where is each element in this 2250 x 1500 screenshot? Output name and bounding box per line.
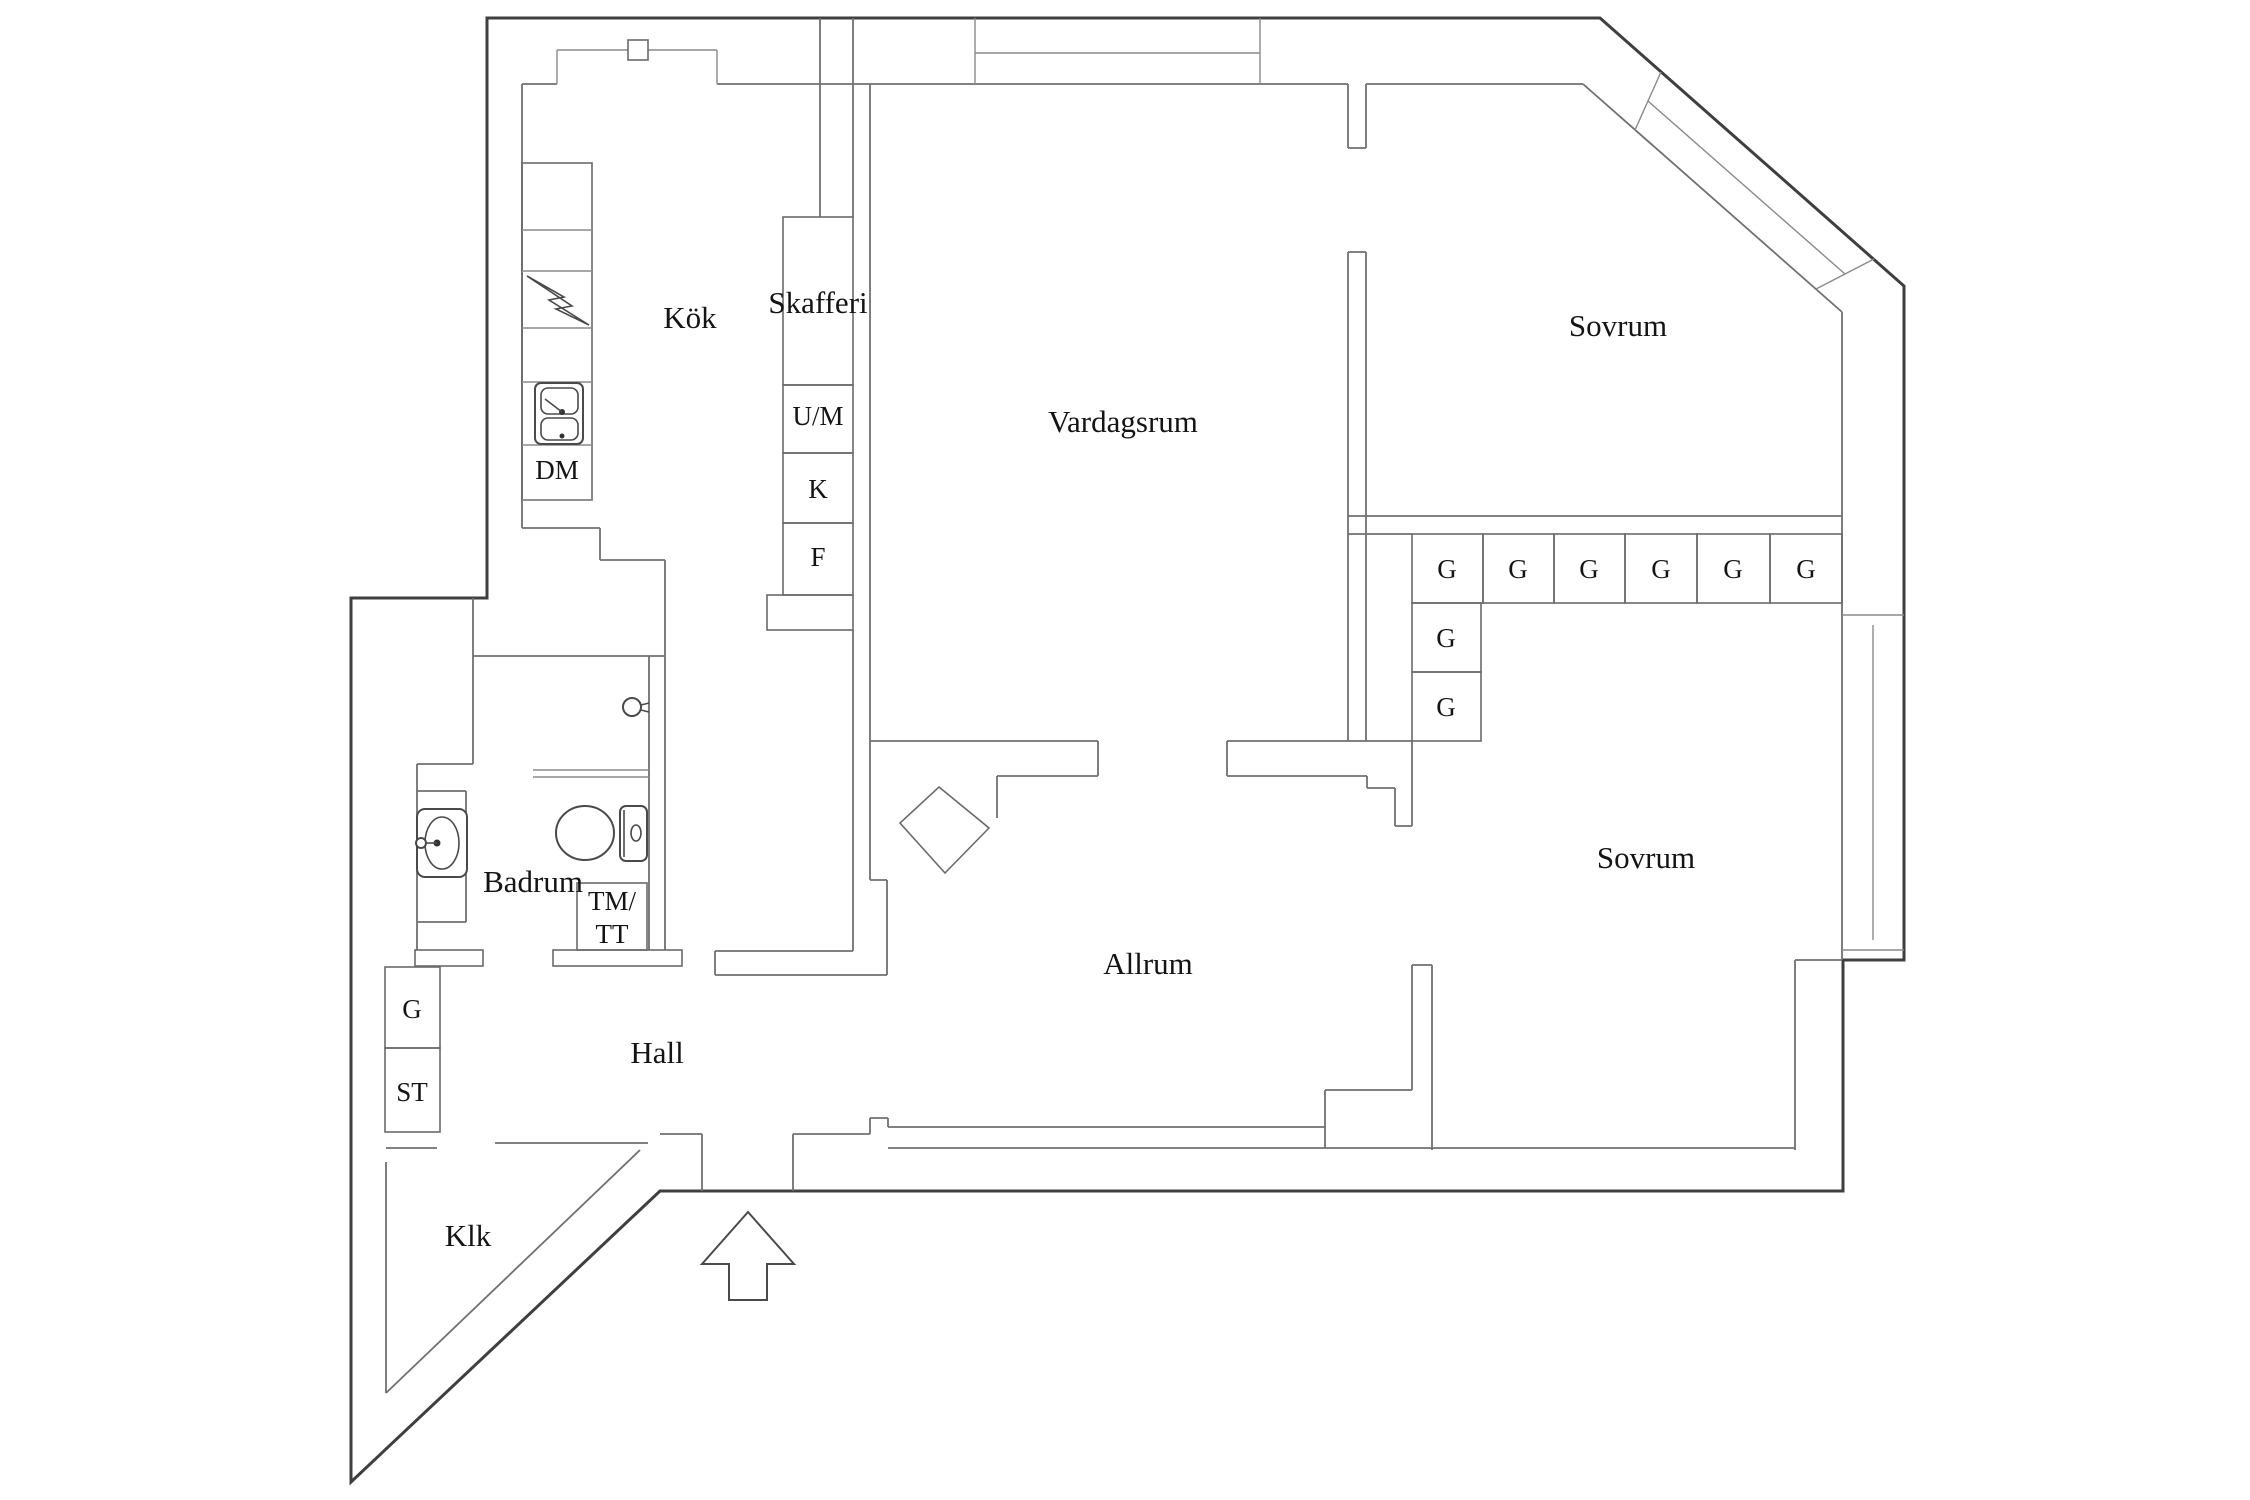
room-label-living-room: Vardagsrum bbox=[1048, 404, 1198, 439]
entrance-arrow-icon bbox=[699, 1210, 797, 1301]
wardrobe-label-row-2: G bbox=[1508, 554, 1528, 584]
kitchen-counter bbox=[521, 162, 593, 501]
appliance-label-freezer: F bbox=[810, 542, 825, 572]
bottom-wall-inner bbox=[660, 1117, 1795, 1191]
appliance-label-oven-microwave: U/M bbox=[792, 401, 843, 431]
appliance-label-washer-line1: TM/ bbox=[588, 886, 637, 916]
room-label-bedroom-top: Sovrum bbox=[1569, 308, 1667, 343]
pantry-duct-wall bbox=[819, 18, 854, 217]
wardrobe-boxes bbox=[384, 533, 1843, 1133]
closet-walls bbox=[385, 1142, 648, 1394]
wardrobe-label-row-3: G bbox=[1579, 554, 1599, 584]
room-label-hall: Hall bbox=[630, 1035, 683, 1070]
wardrobe-label-row-5: G bbox=[1723, 554, 1743, 584]
bathroom-threshold-right bbox=[552, 949, 683, 967]
pantry-column bbox=[766, 216, 854, 631]
kitchen-left-wall bbox=[521, 84, 665, 561]
exterior-walls bbox=[349, 16, 1906, 1486]
shelf-label-hall: ST bbox=[396, 1077, 428, 1107]
kitchen-sink-icon bbox=[534, 382, 584, 445]
top-wall-inner bbox=[522, 83, 1843, 313]
hall-corridor-wall bbox=[714, 84, 888, 976]
wardrobe-label-col-2: G bbox=[1436, 692, 1456, 722]
living-room-south-wall-left bbox=[870, 740, 1099, 818]
living-room-east-wall bbox=[1347, 84, 1367, 741]
appliance-label-fridge: K bbox=[808, 474, 828, 504]
bathroom-sink-icon bbox=[415, 808, 468, 878]
interior-walls bbox=[385, 18, 1904, 1394]
room-label-bathroom: Badrum bbox=[483, 864, 583, 899]
appliance-label-washer-line2: TT bbox=[596, 919, 629, 949]
labels: Kök Skafferi Vardagsrum Sovrum Sovrum Ba… bbox=[396, 285, 1816, 1253]
bedroom-top-window-icon bbox=[1634, 71, 1875, 290]
wardrobe-label-row-6: G bbox=[1796, 554, 1816, 584]
toilet-icon bbox=[555, 805, 648, 862]
bedroom-right-west-wall bbox=[1324, 964, 1433, 1150]
wardrobe-label-col-1: G bbox=[1436, 623, 1456, 653]
washer-box bbox=[576, 882, 648, 951]
wardrobe-label-row-4: G bbox=[1651, 554, 1671, 584]
living-room-south-wall-right bbox=[1226, 740, 1413, 827]
bathroom-fixtures bbox=[415, 697, 650, 951]
bedroom-top-south-wall bbox=[1348, 515, 1842, 535]
room-label-pantry: Skafferi bbox=[768, 285, 868, 320]
appliance-label-dishwasher: DM bbox=[535, 455, 579, 485]
east-wall-inner bbox=[1794, 312, 1843, 1150]
shower-partition bbox=[533, 769, 649, 778]
room-label-kitchen: Kök bbox=[663, 300, 717, 335]
room-label-bedroom-right: Sovrum bbox=[1597, 840, 1695, 875]
living-room-window-icon bbox=[974, 18, 1261, 84]
stove-icon bbox=[526, 275, 590, 326]
bedroom-right-window-icon bbox=[1842, 614, 1904, 951]
outer-boundary bbox=[349, 16, 1906, 1486]
shower-icon bbox=[622, 697, 650, 717]
wardrobe-label-row-1: G bbox=[1437, 554, 1457, 584]
room-label-closet: Klk bbox=[445, 1218, 492, 1253]
room-label-family-room: Allrum bbox=[1103, 946, 1193, 981]
bathroom-threshold-left bbox=[414, 949, 484, 967]
wardrobe-label-hall: G bbox=[402, 994, 422, 1024]
kitchen-window-icon bbox=[556, 39, 718, 84]
tiled-stove-icon bbox=[898, 785, 991, 875]
